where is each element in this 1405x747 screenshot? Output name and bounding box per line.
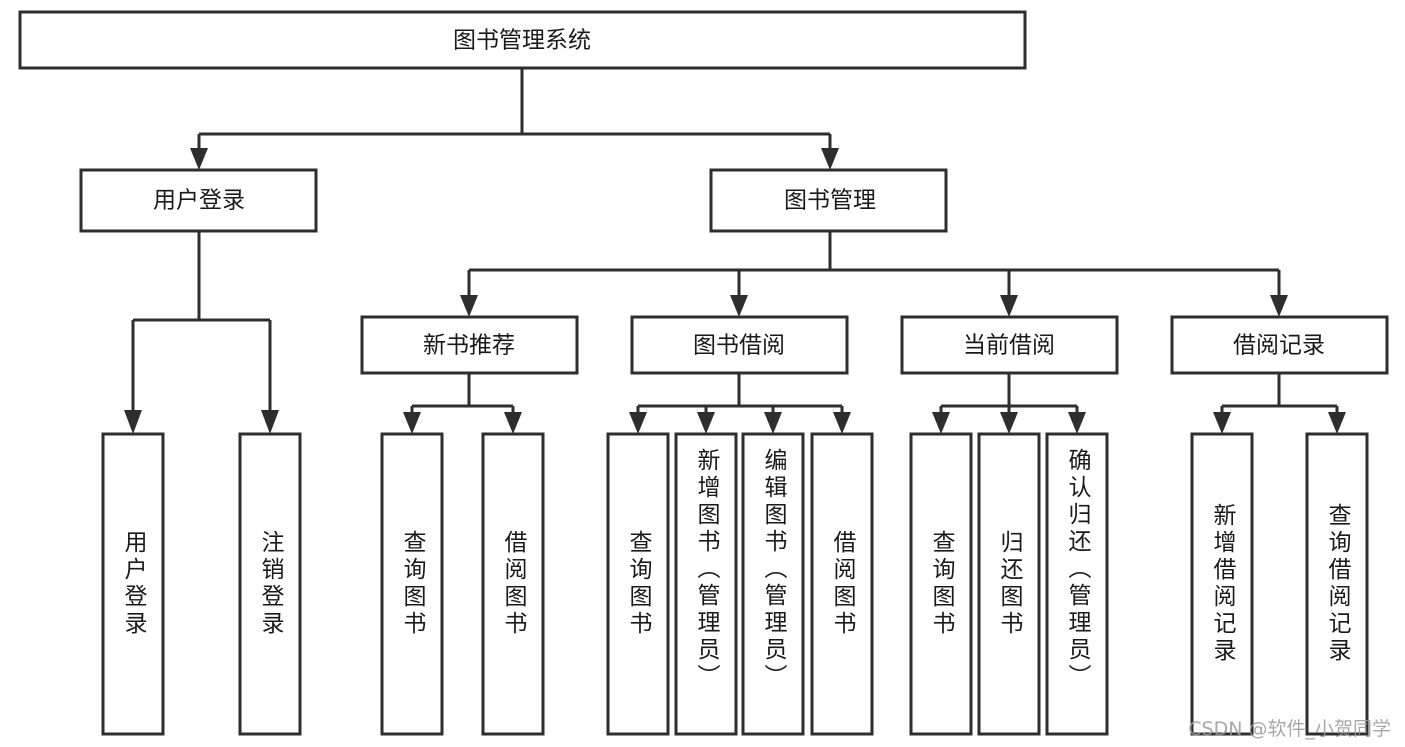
arrowhead-current-borrow (1000, 295, 1018, 317)
node-book-borrow-label: 图书借阅 (693, 333, 785, 359)
leaf-add-record[interactable]: 新增借阅记录 (1190, 432, 1254, 736)
node-current-borrow-box[interactable] (900, 315, 1119, 375)
leaf-add-record-label: 新增借阅记录 (1209, 503, 1237, 665)
csdn-watermark: CSDN @软件_小贺同学 (1188, 718, 1391, 740)
leaf-edit-book-label: 编辑图书（管理员） (760, 448, 788, 691)
leaf-return-book[interactable]: 归还图书 (977, 432, 1041, 736)
arrowhead-leaf-query-book-1 (403, 412, 421, 434)
node-book-manage[interactable]: 图书管理 (709, 168, 948, 233)
node-current-borrow[interactable]: 当前借阅 (900, 315, 1119, 375)
arrowhead-leaf-borrow-book-2 (833, 412, 851, 434)
arrowhead-user-login (190, 148, 208, 170)
leaf-borrow-book-1[interactable]: 借阅图书 (481, 432, 545, 736)
node-root-box[interactable] (18, 10, 1027, 70)
node-new-book-recommend[interactable]: 新书推荐 (360, 315, 579, 375)
node-new-book-recommend-label: 新书推荐 (423, 333, 515, 359)
leaf-query-book-2[interactable]: 查询图书 (606, 432, 670, 736)
leaf-confirm-return-box[interactable] (1045, 432, 1109, 736)
leaf-query-book-1-label: 查询图书 (399, 530, 427, 638)
arrowhead-book-borrow (730, 295, 748, 317)
node-borrow-record-label: 借阅记录 (1233, 333, 1325, 359)
node-book-manage-box[interactable] (709, 168, 948, 233)
leaf-add-book-box[interactable] (674, 432, 738, 736)
node-root[interactable]: 图书管理系统 (18, 10, 1027, 70)
edges-layer (124, 68, 1346, 434)
arrowhead-leaf-return-book (1000, 412, 1018, 434)
leaf-user-login-label: 用户登录 (120, 530, 148, 638)
leaf-query-record[interactable]: 查询借阅记录 (1305, 432, 1369, 736)
leaf-borrow-book-1-box[interactable] (481, 432, 545, 736)
leaf-user-login[interactable]: 用户登录 (101, 432, 165, 736)
leaf-edit-book-box[interactable] (741, 432, 805, 736)
leaf-confirm-return[interactable]: 确认归还（管理员） (1045, 432, 1109, 736)
leaf-return-book-box[interactable] (977, 432, 1041, 736)
leaf-return-book-label: 归还图书 (996, 530, 1024, 638)
leaf-query-book-2-label: 查询图书 (625, 530, 653, 638)
leaf-query-record-label: 查询借阅记录 (1324, 503, 1352, 665)
node-book-borrow-box[interactable] (630, 315, 849, 375)
node-borrow-record-box[interactable] (1170, 315, 1389, 375)
leaf-query-record-box[interactable] (1305, 432, 1369, 736)
node-user-login-label: 用户登录 (153, 188, 245, 214)
leaf-user-login-box[interactable] (101, 432, 165, 736)
arrowhead-leaf-add-record (1213, 412, 1231, 434)
node-new-book-recommend-box[interactable] (360, 315, 579, 375)
arrowhead-new-book (460, 295, 478, 317)
leaf-borrow-book-1-label: 借阅图书 (500, 530, 528, 638)
arrowhead-leaf-user-login (124, 410, 142, 434)
leaf-logout-box[interactable] (238, 432, 302, 736)
leaf-borrow-book-2-label: 借阅图书 (829, 530, 857, 638)
leaf-edit-book[interactable]: 编辑图书（管理员） (741, 432, 805, 736)
leaf-logout-label: 注销登录 (257, 530, 285, 638)
arrowhead-leaf-borrow-book-1 (504, 412, 522, 434)
arrowhead-leaf-query-record (1328, 412, 1346, 434)
arrowhead-leaf-query-book-2 (629, 412, 647, 434)
node-user-login[interactable]: 用户登录 (79, 168, 318, 233)
arrowhead-leaf-confirm-return (1068, 412, 1086, 434)
node-user-login-box[interactable] (79, 168, 318, 233)
arrowhead-leaf-query-book-3 (932, 412, 950, 434)
leaf-query-book-1-box[interactable] (380, 432, 444, 736)
arrowhead-leaf-edit-book (764, 412, 782, 434)
leaf-query-book-2-box[interactable] (606, 432, 670, 736)
leaf-add-record-box[interactable] (1190, 432, 1254, 736)
leaf-query-book-3-label: 查询图书 (928, 530, 956, 638)
node-borrow-record[interactable]: 借阅记录 (1170, 315, 1389, 375)
leaf-borrow-book-2[interactable]: 借阅图书 (810, 432, 874, 736)
leaf-add-book-label: 新增图书（管理员） (693, 448, 721, 691)
leaf-add-book[interactable]: 新增图书（管理员） (674, 432, 738, 736)
arrowhead-leaf-add-book (697, 412, 715, 434)
node-book-manage-label: 图书管理 (784, 188, 876, 214)
leaf-borrow-book-2-box[interactable] (810, 432, 874, 736)
leaf-query-book-3[interactable]: 查询图书 (909, 432, 973, 736)
node-current-borrow-label: 当前借阅 (963, 333, 1055, 359)
leaf-query-book-1[interactable]: 查询图书 (380, 432, 444, 736)
node-book-borrow[interactable]: 图书借阅 (630, 315, 849, 375)
leaf-query-book-3-box[interactable] (909, 432, 973, 736)
arrowhead-borrow-record (1270, 295, 1288, 317)
arrowhead-leaf-logout (261, 410, 279, 434)
leaf-confirm-return-label: 确认归还（管理员） (1064, 448, 1092, 691)
arrowhead-book-manage (821, 148, 839, 170)
leaf-logout[interactable]: 注销登录 (238, 432, 302, 736)
node-root-label: 图书管理系统 (453, 28, 591, 54)
